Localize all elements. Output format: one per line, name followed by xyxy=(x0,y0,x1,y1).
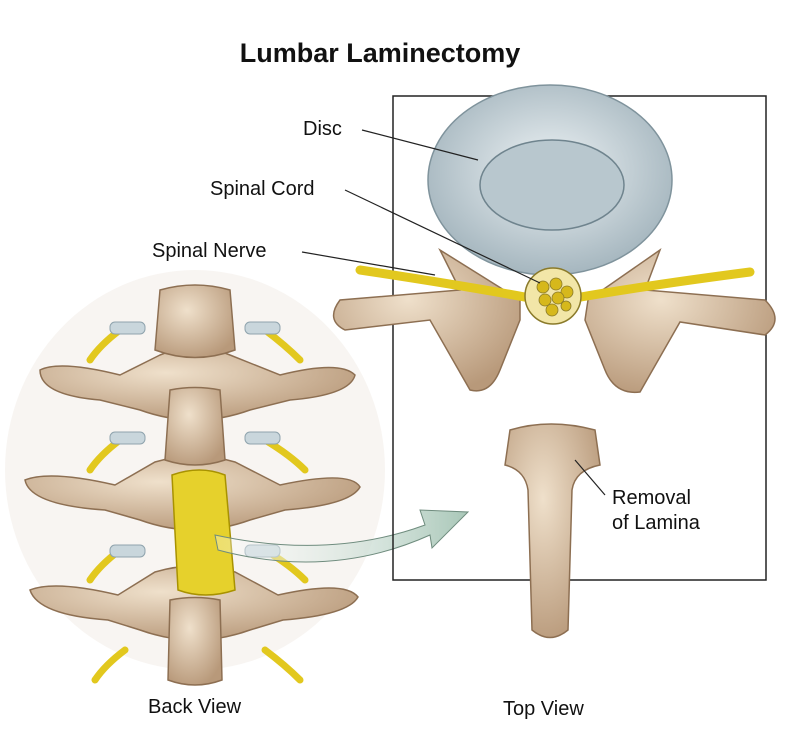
back-view-nerves xyxy=(86,326,309,684)
label-top-view: Top View xyxy=(503,698,584,720)
page-title: Lumbar Laminectomy xyxy=(239,38,521,68)
spinal-nerves xyxy=(355,265,755,303)
label-disc: Disc xyxy=(303,118,342,140)
label-removal-line2: of Lamina xyxy=(612,512,700,534)
top-view-vertebra xyxy=(332,84,776,639)
removed-lamina xyxy=(504,423,601,639)
leader-lines xyxy=(301,129,606,496)
label-spinal-cord: Spinal Cord xyxy=(210,178,315,200)
label-removal-line1: Removal xyxy=(612,487,691,509)
exposed-spinal-canal xyxy=(171,469,236,596)
back-view-spine xyxy=(5,270,385,686)
label-back-view: Back View xyxy=(148,696,242,718)
label-spinal-nerve: Spinal Nerve xyxy=(152,240,267,262)
label-removal-of-lamina: Removal of Lamina xyxy=(612,486,700,536)
arrow-icon xyxy=(214,509,470,563)
